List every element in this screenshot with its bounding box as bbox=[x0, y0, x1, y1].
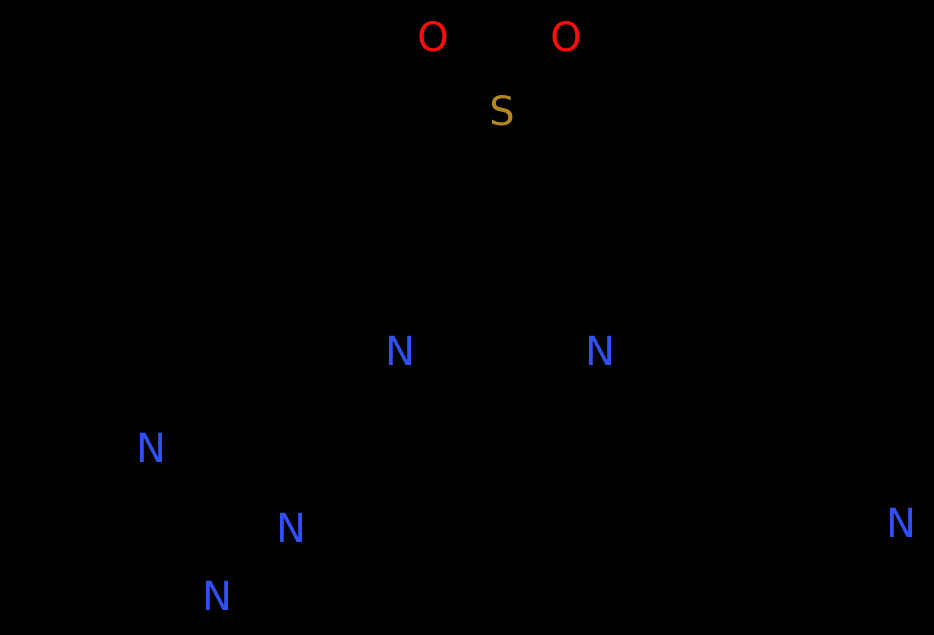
atom-nitrogen-1: N bbox=[385, 329, 415, 375]
atom-nitrogen-4: N bbox=[276, 506, 306, 552]
atom-nitrogen-5: N bbox=[202, 574, 232, 620]
atom-nitrogen-3: N bbox=[136, 426, 166, 472]
atom-oxygen-1: O bbox=[417, 15, 449, 61]
atom-nitrogen-6: N bbox=[886, 501, 916, 547]
atom-oxygen-2: O bbox=[550, 15, 582, 61]
atom-sulfur: S bbox=[489, 89, 515, 135]
atom-nitrogen-2: N bbox=[585, 329, 615, 375]
